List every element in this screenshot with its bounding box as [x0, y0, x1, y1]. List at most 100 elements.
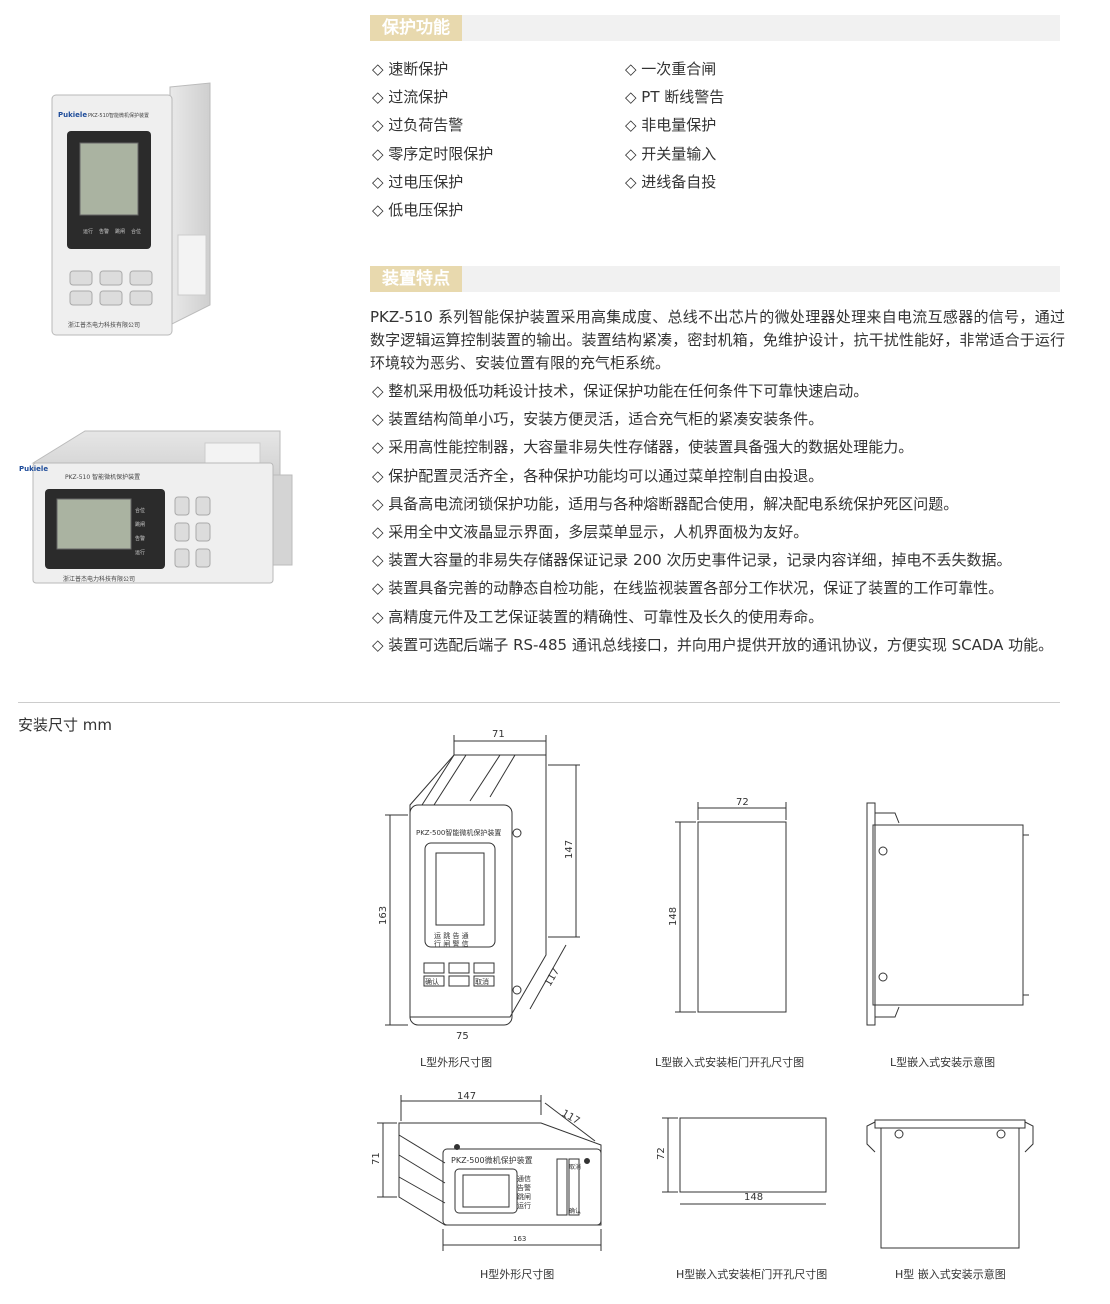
dimension-label: 72: [736, 797, 749, 808]
confirm-button: [423, 975, 445, 987]
down-arrow-button: [448, 975, 470, 987]
led-label: 合位: [135, 507, 145, 514]
company-label: 浙江普杰电力科技有限公司: [63, 575, 135, 583]
dimension-label: 71: [371, 1152, 382, 1165]
led-label: 运行: [83, 228, 93, 235]
feature-item: ◇ PT 断线警告: [625, 88, 725, 106]
dimension-label: 117: [560, 1108, 582, 1127]
section-bar-features: 装置特点: [370, 266, 1060, 292]
led-label: 跳闸: [517, 1192, 531, 1201]
led-label-row: 运 跳 告 通: [434, 931, 469, 940]
list-item: ◇ 装置结构简单小巧，安装方便灵活，适合充气柜的紧凑安装条件。: [372, 410, 824, 429]
led-label: 告警: [135, 535, 145, 542]
left-arrow-button[interactable]: [69, 270, 93, 286]
company-label: 浙江普杰电力科技有限公司: [68, 321, 140, 329]
brand-logo-text: Pukiele: [19, 465, 48, 473]
button-column: [568, 1158, 580, 1216]
button[interactable]: [195, 522, 211, 542]
led-label: 告警: [99, 228, 109, 235]
product-image-vertical: Pukiele PKZ-510智能微机保护装置 运行 告警 跳闸 合位 浙江普杰…: [51, 82, 211, 336]
button[interactable]: [174, 522, 190, 542]
diagram-caption: H型外形尺寸图: [480, 1268, 555, 1281]
diagram-l-outline: 71 PKZ-500智能微机保护装置 运 跳 告 通 行 闸 警 信 确认 取消…: [378, 729, 580, 1040]
dimension-label: 75: [456, 1031, 469, 1040]
led-label: 跳闸: [135, 521, 145, 528]
feature-item: ◇ 非电量保护: [625, 116, 717, 134]
feature-item: ◇ 过电压保护: [372, 173, 464, 191]
confirm-label: 确认: [425, 977, 439, 986]
feature-item: ◇ 开关量输入: [625, 145, 717, 163]
cancel-label: 取消: [569, 1163, 581, 1171]
up-arrow-button[interactable]: [99, 270, 123, 286]
section-title-features: 装置特点: [370, 266, 462, 292]
cancel-button[interactable]: [129, 290, 153, 306]
list-item: ◇ 整机采用极低功耗设计技术，保证保护功能在任何条件下可靠快速启动。: [372, 382, 869, 400]
led-label: 跳闸: [115, 228, 125, 235]
button[interactable]: [195, 496, 211, 516]
dimension-label: 117: [543, 966, 562, 988]
down-arrow-button[interactable]: [99, 290, 123, 306]
feature-bullets: ◇ 整机采用极低功耗设计技术，保证保护功能在任何条件下可靠快速启动。 ◇ 装置结…: [372, 380, 1053, 662]
led-label: 运行: [135, 549, 145, 556]
right-arrow-button: [473, 962, 495, 974]
list-item: ◇ 高精度元件及工艺保证装置的精确性、可靠性及长久的使用寿命。: [372, 607, 824, 626]
dimensions-title: 安装尺寸 mm: [18, 716, 112, 734]
dimension-label: 71: [492, 729, 505, 740]
left-arrow-button: [423, 962, 445, 974]
right-arrow-button[interactable]: [129, 270, 153, 286]
product-model-label: PKZ-510智能微机保护装置: [88, 112, 149, 119]
dimension-label: 147: [564, 840, 575, 859]
confirm-label: 确认: [569, 1207, 581, 1215]
feature-item: ◇ 一次重合闸: [625, 60, 717, 78]
confirm-button[interactable]: [69, 290, 93, 306]
diagram-caption: L型嵌入式安装示意图: [890, 1056, 996, 1069]
button[interactable]: [174, 548, 190, 568]
led-label: 告警: [517, 1183, 531, 1192]
list-item: ◇ 保护配置灵活齐全，各种保护功能均可以通过菜单控制自由投退。: [372, 466, 824, 485]
intro-paragraph: PKZ-510 系列智能保护装置采用高集成度、总线不出芯片的微处理器处理来自电流…: [370, 308, 1065, 372]
dimension-label: 147: [457, 1091, 476, 1102]
diagram-h-outline: 147 117 PKZ-500微机保护装置 通信 告警 跳闸 运行 取消 确认 …: [371, 1091, 602, 1251]
section-title-protection: 保护功能: [370, 15, 462, 41]
feature-item: ◇ 低电压保护: [372, 201, 464, 219]
feature-item: ◇ 速断保护: [372, 60, 449, 78]
led-label: 合位: [131, 228, 141, 235]
dimension-label: 163: [378, 906, 389, 925]
led-label-row: 行 闸 警 信: [434, 939, 469, 948]
feature-item: ◇ 过负荷告警: [372, 116, 464, 134]
button-column: [556, 1158, 568, 1216]
panel-label: PKZ-500微机保护装置: [451, 1155, 533, 1165]
list-item: ◇ 具备高电流闭锁保护功能，适用与各种熔断器配合使用，解决配电系统保护死区问题。: [372, 494, 959, 513]
feature-item: ◇ 进线备自投: [625, 173, 717, 191]
brand-logo-text: Pukiele: [58, 111, 87, 119]
diagram-h-cutout: 72 148: [656, 1117, 827, 1205]
diagram-caption: H型 嵌入式安装示意图: [895, 1268, 1006, 1281]
diagram-caption: L型外形尺寸图: [420, 1056, 493, 1069]
diagram-h-mount: [866, 1119, 1034, 1249]
list-item: ◇ 装置具备完善的动静态自检功能，在线监视装置各部分工作状况，保证了装置的工作可…: [372, 579, 1004, 598]
diagram-caption: L型嵌入式安装柜门开孔尺寸图: [655, 1056, 805, 1069]
diagram-l-mount: [866, 802, 1029, 1026]
section-bar-protection: 保护功能: [370, 15, 1060, 41]
dimension-label: 148: [744, 1192, 763, 1203]
section-divider: [18, 702, 1060, 703]
diagram-l-cutout: 72 148: [668, 797, 787, 1013]
dimension-label: 72: [656, 1147, 667, 1160]
list-item: ◇ 采用全中文液晶显示界面，多层菜单显示，人机界面极为友好。: [372, 522, 809, 541]
dimension-label: 163: [513, 1235, 526, 1243]
up-arrow-button: [448, 962, 470, 974]
led-label: 通信: [517, 1174, 531, 1183]
cancel-label: 取消: [475, 977, 489, 986]
panel-label: PKZ-500智能微机保护装置: [416, 828, 501, 837]
cancel-button: [473, 975, 495, 987]
list-item: ◇ 装置可选配后端子 RS-485 通讯总线接口，并向用户提供开放的通讯协议，方…: [372, 635, 1054, 654]
dimension-label: 148: [668, 907, 679, 926]
feature-item: ◇ 零序定时限保护: [372, 145, 494, 163]
product-image-horizontal: Pukiele PKZ-510 智能微机保护装置 合位 跳闸 告警 运行 浙江普…: [19, 430, 293, 584]
button[interactable]: [195, 548, 211, 568]
product-model-label: PKZ-510 智能微机保护装置: [65, 473, 140, 481]
button[interactable]: [174, 496, 190, 516]
led-label: 运行: [517, 1201, 531, 1210]
diagram-caption: H型嵌入式安装柜门开孔尺寸图: [676, 1268, 828, 1281]
feature-item: ◇ 过流保护: [372, 88, 449, 106]
